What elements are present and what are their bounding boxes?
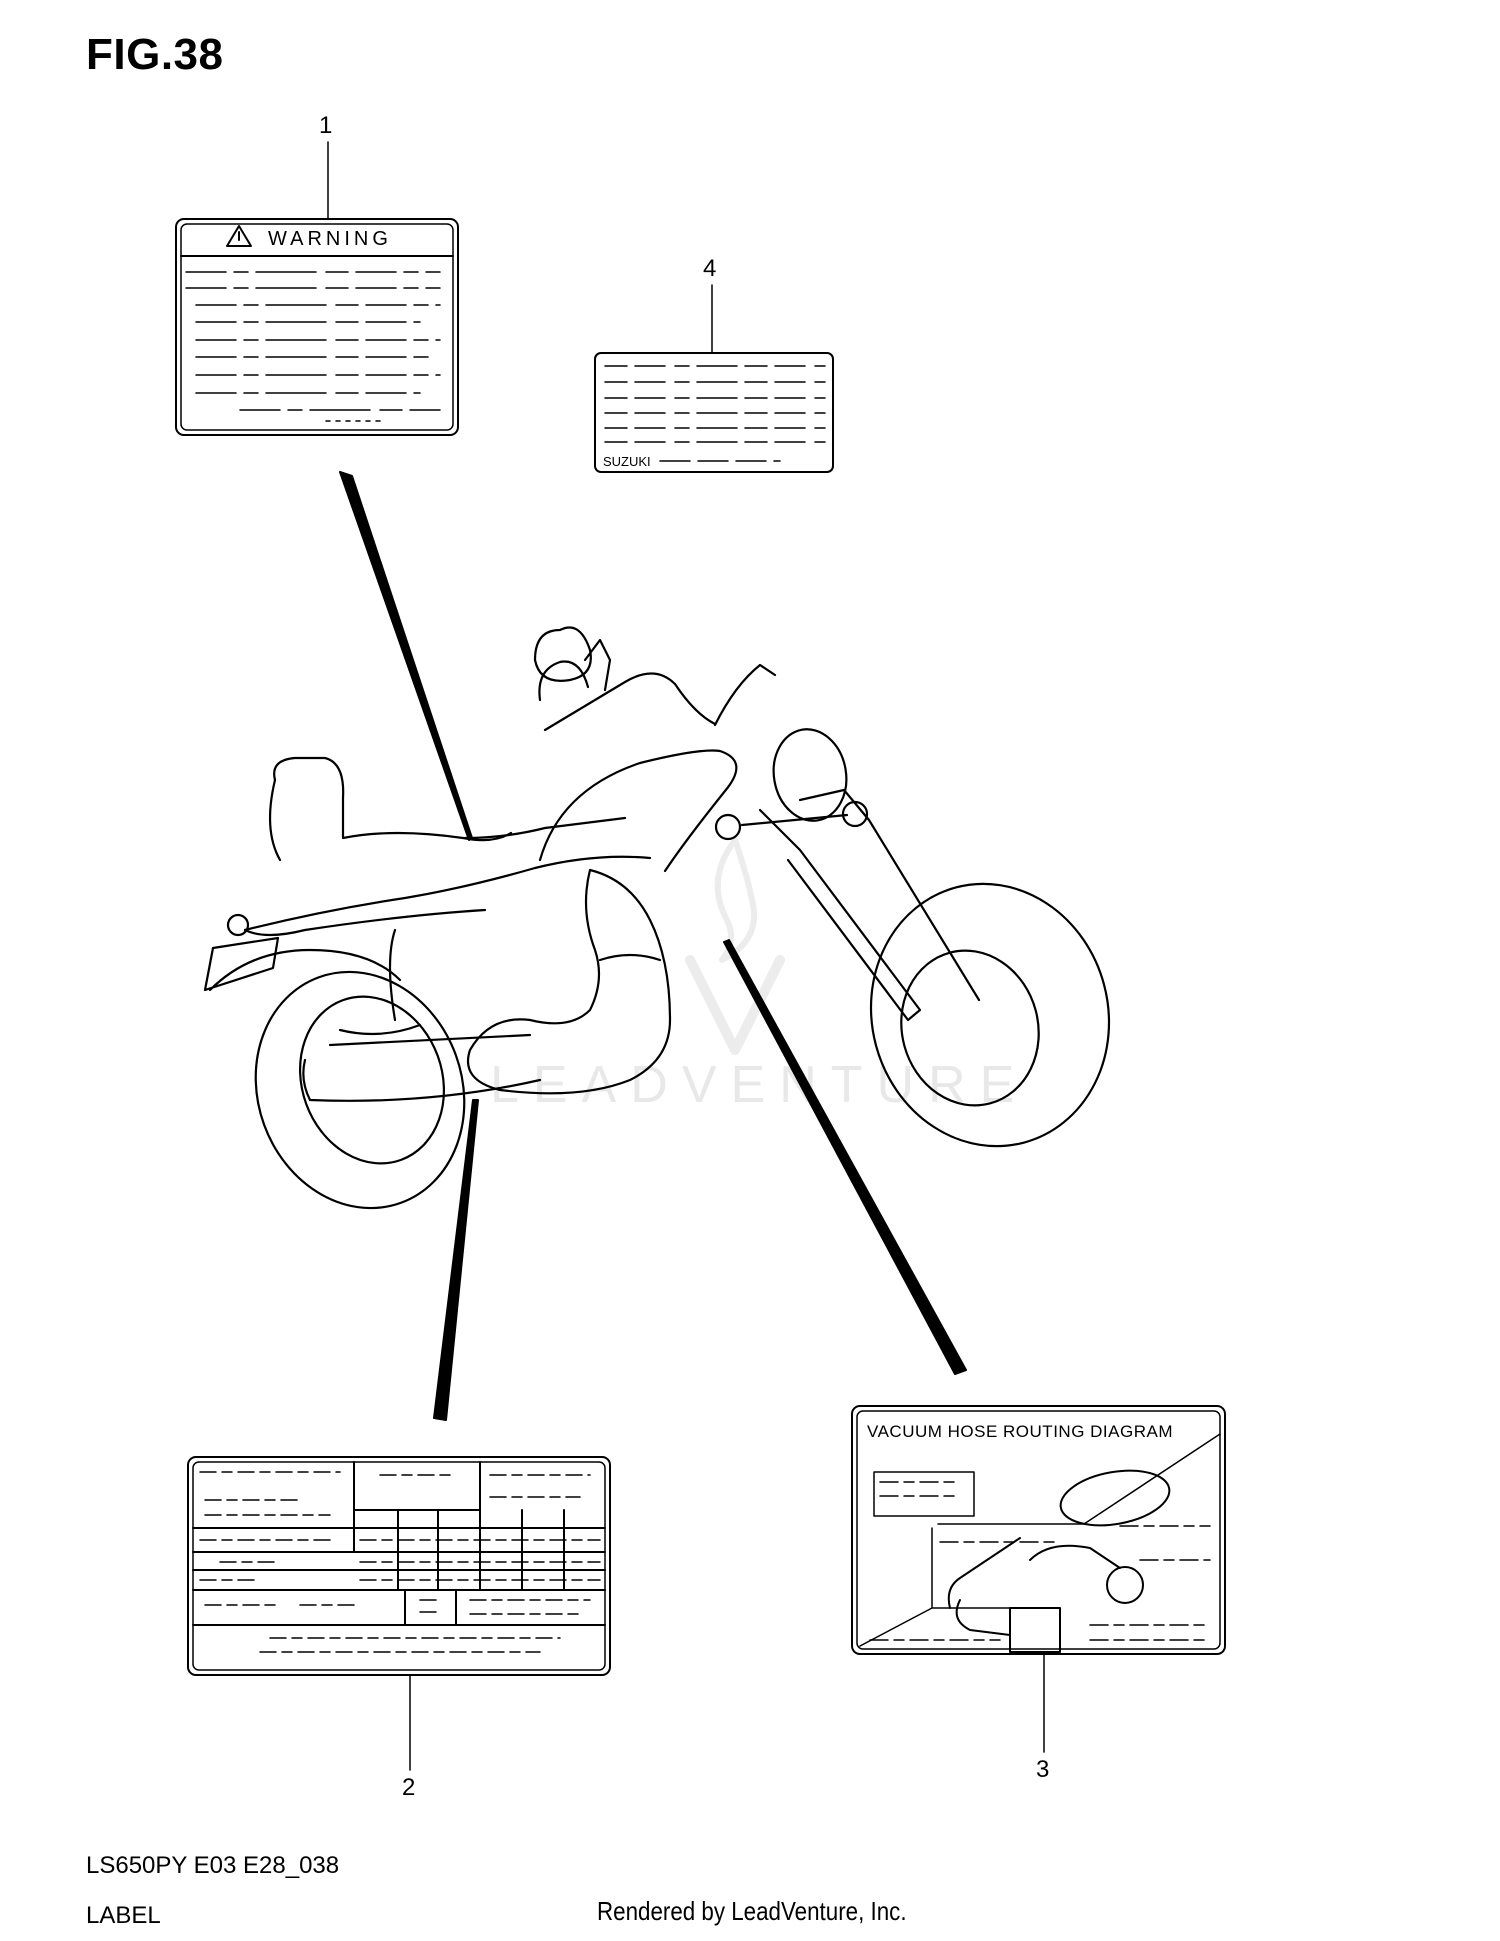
watermark-v-icon: [685, 955, 785, 1055]
warning-triangle-icon: [226, 225, 252, 247]
rear-wheel: [254, 970, 466, 1210]
warning-heading: WARNING: [268, 228, 392, 250]
watermark-flame-icon: [714, 837, 757, 963]
callout-2: 2: [402, 1774, 416, 1801]
model-code: LS650PY E03 E28_038: [86, 1852, 340, 1879]
watermark: LEADVENTURE: [490, 837, 1028, 1114]
callout-4: 4: [703, 255, 717, 282]
motorcycle-illustration: [203, 626, 1111, 1210]
callout-1: 1: [319, 112, 333, 139]
pointer-2: [433, 1099, 479, 1421]
label-info: SUZUKI: [594, 352, 834, 473]
label-spec-table: [187, 1456, 611, 1676]
headlight: [772, 728, 848, 822]
figure-title: FIG.38: [86, 30, 224, 79]
pointer-1: [339, 471, 473, 841]
vacuum-valve: [1106, 1566, 1144, 1604]
label-vacuum-hose: VACUUM HOSE ROUTING DIAGRAM: [851, 1405, 1226, 1655]
callout-3: 3: [1036, 1756, 1050, 1783]
pointer-3: [723, 939, 967, 1375]
credit-line: Rendered by LeadVenture, Inc.: [597, 1896, 907, 1926]
figure-caption: LABEL: [86, 1902, 161, 1929]
front-wheel: [869, 882, 1111, 1148]
info-brand: SUZUKI: [603, 454, 651, 469]
watermark-text: LEADVENTURE: [490, 1056, 1028, 1114]
filter-canister: [1059, 1469, 1171, 1527]
vacuum-heading: VACUUM HOSE ROUTING DIAGRAM: [867, 1422, 1173, 1441]
label-warning: WARNING: [175, 218, 459, 436]
